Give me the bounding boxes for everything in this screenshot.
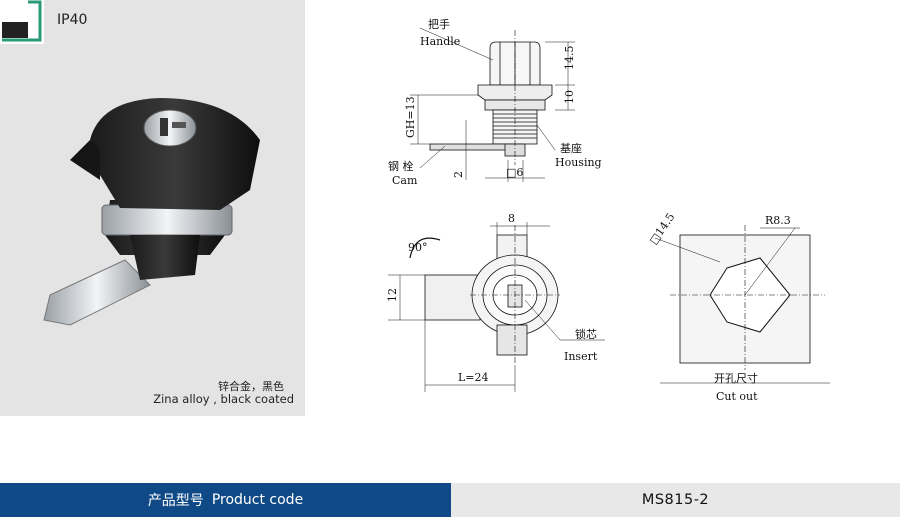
cam-label-cn: 钢 栓 (388, 159, 414, 173)
cam-label-en: Cam (392, 174, 418, 187)
dim-8: 8 (508, 212, 515, 225)
ip-rating-label: IP40 (57, 12, 88, 28)
dim-l24: L=24 (458, 371, 489, 384)
housing-label-en: Housing (555, 156, 602, 169)
rotation-90-label: 90° (408, 241, 428, 254)
dim-12: 12 (386, 288, 399, 302)
insert-label-cn: 锁芯 (575, 327, 597, 341)
cam-lock-product-image (43, 98, 260, 326)
product-code-label-bar: 产品型号 Product code (0, 483, 451, 517)
product-photo-panel: IP40 锌合金，黑色 Zina alloy , black coated (0, 0, 305, 416)
dim-sq14-5: □14.5 (647, 211, 678, 247)
dim-gh13: GH=13 (404, 96, 417, 138)
technical-drawing: 把手 Handle 14.5 10 GH=13 基座 Housing 钢 栓 C… (386, 17, 830, 403)
housing-label-cn: 基座 (560, 141, 582, 155)
cutout-label-cn: 开孔尺寸 (714, 371, 758, 385)
insert-label-en: Insert (564, 350, 598, 363)
dim-sq6: □6 (506, 166, 523, 179)
product-code-label-en: Product code (211, 492, 304, 508)
product-code-label-cn: 产品型号 (147, 493, 204, 509)
dim-14-5: 14.5 (563, 46, 576, 71)
dim-r8-3: R8.3 (765, 214, 791, 227)
material-label-cn: 锌合金，黑色 (218, 380, 284, 393)
material-label-en: Zina alloy , black coated (153, 392, 294, 406)
handle-label-en: Handle (420, 35, 460, 48)
dim-2: 2 (452, 171, 465, 178)
handle-label-cn: 把手 (428, 17, 450, 31)
dim-10: 10 (563, 90, 576, 104)
ip-rating-icon (0, 0, 44, 44)
product-code-value: MS815-2 (451, 483, 900, 517)
cutout-label-en: Cut out (716, 390, 758, 403)
